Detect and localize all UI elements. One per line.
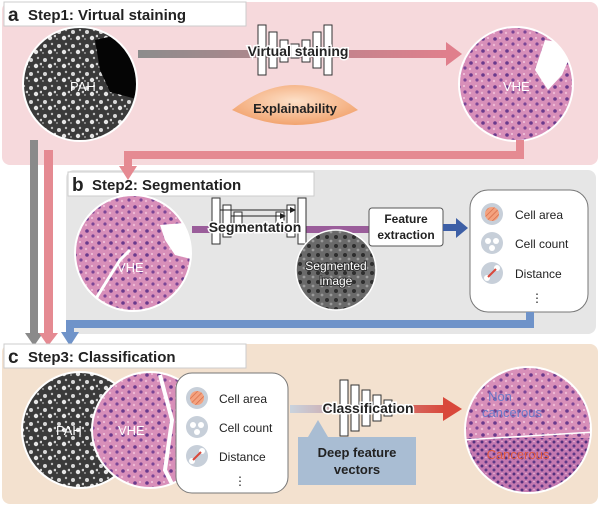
unet-skip-head-2 (280, 213, 286, 219)
feature-cell-count-step3: Cell count (219, 421, 273, 435)
panel-b-letter: b (72, 175, 84, 196)
vhe-label-step1: VHE (503, 79, 530, 94)
connector-vhe-to-step3 (44, 150, 53, 335)
classification-label: Classification (322, 400, 413, 416)
feature-more-step3: ⋮ (234, 474, 246, 488)
distance-icon-step2 (481, 262, 503, 284)
vhe-label-step3: VHE (118, 423, 145, 438)
feature-arrowhead (456, 218, 468, 238)
feature-more-step2: ⋮ (531, 291, 543, 305)
panel-c-title-box (3, 343, 247, 369)
feature-extraction-line1: Feature (384, 212, 428, 226)
unet-skip-arrows (220, 209, 290, 217)
classification-arrowhead (443, 397, 462, 421)
panel-c-letter: c (8, 347, 19, 368)
classification-result-image (464, 366, 592, 494)
panel-c-title: Step3: Classification (28, 349, 176, 366)
pah-label-step3: PAH (56, 423, 82, 438)
connector-step2-to-step3 (66, 312, 534, 334)
feature-cell-area-step2: Cell area (515, 208, 563, 222)
dfv-pointer (308, 420, 328, 437)
panel-b-title: Step2: Segmentation (92, 177, 241, 194)
segmented-image (295, 229, 377, 311)
deep-feature-vectors-box (298, 437, 416, 485)
virtual-staining-arrowhead (446, 42, 462, 66)
connector-step2-to-step3-head (61, 332, 79, 346)
feature-distance-step2: Distance (515, 267, 562, 281)
explainability-label: Explainability (253, 101, 338, 116)
neural-network-icon-step3 (339, 379, 393, 437)
vhe-label-step2: VHE (117, 260, 144, 275)
connector-pah-to-step3-head (25, 333, 43, 346)
neural-network-icon-step1 (257, 24, 333, 76)
feature-distance-step3: Distance (219, 450, 266, 464)
non-cancerous-line1: Non (488, 389, 512, 404)
cell-count-icon-step3 (186, 416, 208, 438)
pah-label-step1: PAH (70, 79, 96, 94)
vhe-image-step2 (74, 194, 192, 312)
unet-icon (211, 197, 307, 245)
cancerous-label: Cancerous (487, 447, 550, 462)
panel-a-title-box (3, 1, 247, 27)
panel-b-title-box (67, 171, 315, 197)
segmented-label-line2: image (320, 274, 353, 288)
distance-icon-step3 (186, 445, 208, 467)
panel-a-letter: a (8, 5, 19, 26)
panel-a-background (2, 2, 598, 165)
feature-extraction-line2: extraction (377, 228, 434, 242)
segmented-label-line1: Segmented (305, 259, 366, 273)
connector-pah-to-step3 (30, 140, 38, 335)
cell-count-icon-step2 (481, 232, 503, 254)
connector-step1-to-step2 (124, 140, 524, 168)
unet-skip-head-1 (290, 207, 296, 213)
explainability-shape (232, 85, 358, 125)
feature-cell-count-step2: Cell count (515, 237, 569, 251)
segmentation-label: Segmentation (209, 219, 302, 235)
dfv-line2: vectors (334, 462, 380, 477)
feature-cell-area-step3: Cell area (219, 392, 267, 406)
cell-area-icon-step2 (481, 203, 503, 225)
connector-vhe-to-step3-head (39, 333, 58, 346)
vhe-image-step1 (458, 26, 574, 142)
virtual-staining-label: Virtual staining (248, 43, 349, 59)
non-cancerous-line2: cancerous (482, 405, 542, 420)
dfv-line1: Deep feature (318, 445, 397, 460)
connector-step1-to-step2-head (119, 166, 137, 180)
panel-a-title: Step1: Virtual staining (28, 7, 186, 24)
feature-arrow (443, 224, 457, 231)
cell-area-icon-step3 (186, 387, 208, 409)
